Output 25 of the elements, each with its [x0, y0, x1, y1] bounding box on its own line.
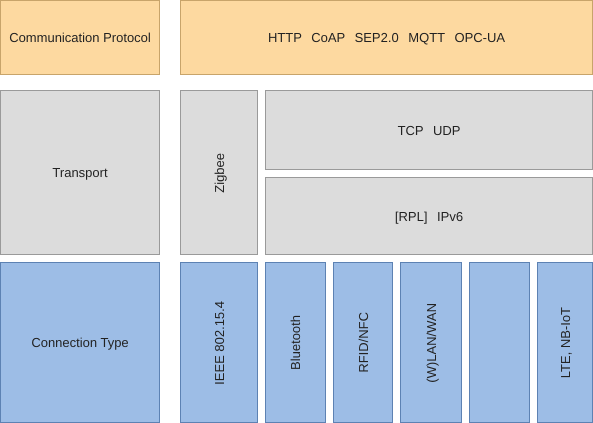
protocol-label: TCP UDP [396, 122, 462, 138]
layer-label: Communication Protocol [8, 30, 152, 45]
protocol-label: [RPL] IPv6 [394, 208, 464, 224]
protocol-box [265, 177, 593, 255]
protocol-box [333, 262, 393, 423]
layer-label: Transport [51, 165, 109, 180]
protocol-box [180, 262, 258, 423]
protocol-label: (W)LAN/WAN [422, 302, 440, 382]
layer-label: Connection Type [30, 335, 130, 350]
layer-box [0, 0, 160, 75]
protocol-box [180, 0, 593, 75]
layer-box [0, 90, 160, 255]
protocol-label: Zigbee [210, 152, 228, 192]
protocol-box [469, 262, 530, 423]
protocol-box [265, 90, 593, 170]
protocol-label: HTTP CoAP SEP2.0 MQTT OPC-UA [266, 30, 506, 45]
protocol-label: IEEE 802.15.4 [210, 300, 228, 384]
protocol-box [265, 262, 326, 423]
layer-box [0, 262, 160, 423]
protocol-box [400, 262, 462, 423]
protocol-box [180, 90, 258, 255]
protocol-label: Bluetooth [287, 315, 304, 370]
protocol-label: RFID/NFC [354, 312, 372, 373]
protocol-label: LTE, NB-IoT [556, 306, 574, 378]
protocol-box [537, 262, 593, 423]
